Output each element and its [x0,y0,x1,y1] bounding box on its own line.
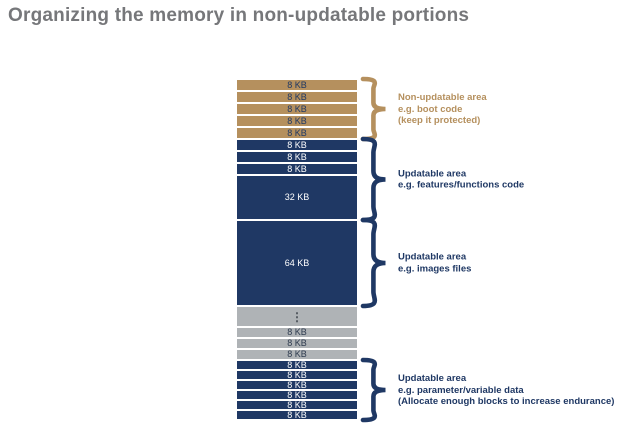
memory-block: 8 KB [237,339,357,348]
memory-block: 64 KB [237,221,357,305]
block-size-label: 8 KB [287,115,307,126]
annotation-line: Non-updatable area [398,91,487,103]
annotation-line: Updatable area [398,168,467,179]
slide-title: Organizing the memory in non-updatable p… [8,5,470,26]
memory-block: 32 KB [237,176,357,219]
memory-block: 8 KB [237,399,357,410]
block-size-label: 8 KB [287,379,307,390]
memory-block: 8 KB [237,328,357,337]
block-size-label: 8 KB [287,139,307,150]
memory-block: 8 KB [237,379,357,390]
block-size-label: 8 KB [287,163,307,174]
memory-block: 8 KB [237,164,357,174]
block-size-label: 8 KB [287,399,307,410]
memory-block: 8 KB [237,104,357,114]
memory-block: 8 KB [237,409,357,420]
annotation-line: Updatable area [398,372,467,384]
block-size-label: 8 KB [287,151,307,162]
annotation-line: e.g. images files [398,263,472,274]
block-size-label: 32 KB [284,192,310,202]
ellipsis-label: ⋮ [291,309,303,324]
memory-block: 8 KB [237,128,357,138]
memory-block: 8 KB [237,140,357,150]
brace-updatable-functions [360,136,386,223]
annotation-line: Updatable area [398,251,467,263]
brace-updatable-parameters [360,357,386,423]
block-size-label: 8 KB [287,369,307,380]
block-size-label: 8 KB [287,349,307,359]
block-size-label: 8 KB [287,91,307,102]
memory-block: 8 KB [237,116,357,126]
annotation-line: e.g. boot code [398,103,463,115]
annotation-line: (keep it protected) [398,114,481,126]
block-size-label: 64 KB [284,257,310,268]
memory-block: 8 KB [237,152,357,162]
annotation-line: (Allocate enough blocks to increase endu… [398,395,615,407]
block-size-label: 8 KB [287,103,307,114]
memory-block: 8 KB [237,80,357,90]
memory-block: 8 KB [237,350,357,359]
block-size-label: 8 KB [287,359,307,370]
annotation-line: e.g. features/functions code [398,179,525,191]
memory-block: 8 KB [237,389,357,400]
brace-non-updatable [360,76,386,142]
memory-block: 8 KB [237,369,357,380]
block-size-label: 8 KB [287,79,307,90]
brace-updatable-images [360,217,386,309]
memory-block-ellipsis: ⋮ [237,307,357,326]
block-size-label: 8 KB [287,409,307,420]
block-size-label: 8 KB [287,127,307,138]
block-size-label: 8 KB [287,327,307,337]
block-size-label: 8 KB [287,389,307,400]
memory-block: 8 KB [237,92,357,102]
memory-block: 8 KB [237,359,357,370]
block-size-label: 8 KB [287,338,307,348]
annotation-line: e.g. parameter/variable data [398,384,524,396]
